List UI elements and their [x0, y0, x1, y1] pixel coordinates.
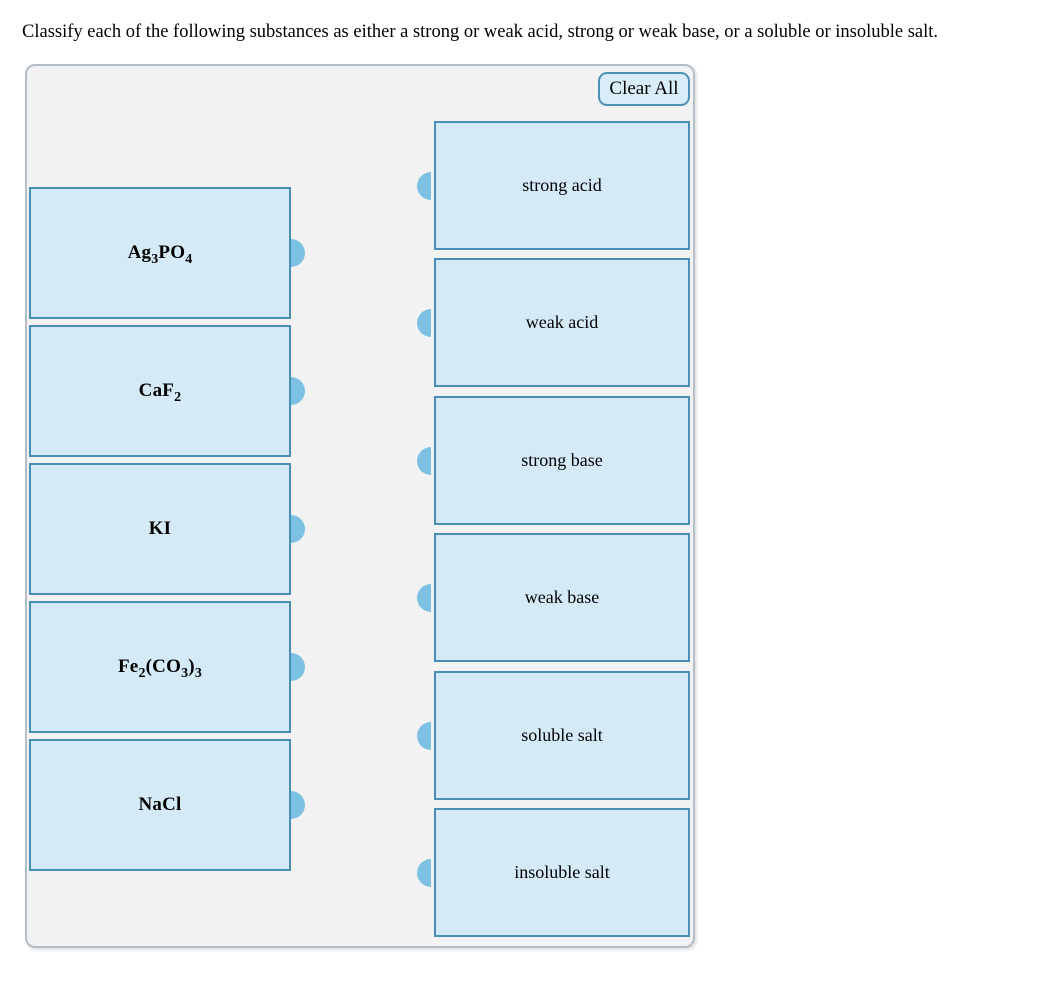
question-text: Classify each of the following substance…: [22, 22, 939, 42]
substance-card-ki[interactable]: KI: [29, 463, 305, 595]
connector-tab-icon: [291, 239, 305, 267]
substance-card-nacl[interactable]: NaCl: [29, 739, 305, 871]
category-label: strong acid: [522, 175, 602, 195]
classification-panel: Clear All Ag3PO4 CaF2 KI Fe2(CO3)3 NaCl …: [25, 64, 695, 948]
substance-card-ag3po4[interactable]: Ag3PO4: [29, 187, 305, 319]
category-bin-weak-base[interactable]: weak base: [417, 533, 690, 662]
category-label: insoluble salt: [514, 862, 610, 882]
connector-slot-icon: [417, 171, 431, 200]
category-bin-weak-acid[interactable]: weak acid: [417, 258, 690, 387]
category-label: soluble salt: [521, 725, 603, 745]
connector-tab-icon: [291, 377, 305, 405]
category-label: weak base: [524, 587, 600, 607]
category-bin-strong-acid[interactable]: strong acid: [417, 121, 690, 250]
substance-formula: KI: [148, 518, 172, 539]
connector-slot-icon: [417, 721, 431, 750]
substance-card-fe2co33[interactable]: Fe2(CO3)3: [29, 601, 305, 733]
substance-formula: CaF2: [138, 380, 182, 405]
connector-tab-icon: [291, 791, 305, 819]
category-bin-soluble-salt[interactable]: soluble salt: [417, 671, 690, 800]
connector-tab-icon: [291, 515, 305, 543]
connector-slot-icon: [417, 308, 431, 337]
connector-slot-icon: [417, 858, 431, 887]
connector-tab-icon: [291, 653, 305, 681]
category-bin-strong-base[interactable]: strong base: [417, 396, 690, 525]
substance-card-caf2[interactable]: CaF2: [29, 325, 305, 457]
connector-slot-icon: [417, 583, 431, 612]
category-bin-insoluble-salt[interactable]: insoluble salt: [417, 808, 690, 937]
category-label: strong base: [521, 450, 603, 470]
clear-all-button[interactable]: Clear All: [598, 72, 690, 106]
substance-formula: NaCl: [138, 794, 182, 815]
connector-slot-icon: [417, 446, 431, 475]
substance-formula: Ag3PO4: [127, 242, 193, 267]
substance-formula: Fe2(CO3)3: [117, 656, 203, 681]
category-label: weak acid: [525, 312, 599, 332]
